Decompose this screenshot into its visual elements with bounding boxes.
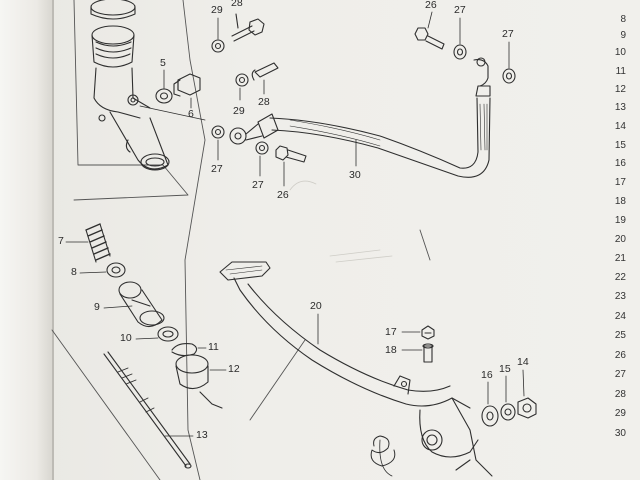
part-20-brake-pedal	[219, 261, 493, 477]
row-number: 11	[615, 66, 626, 77]
part-26-bolt-top-right	[414, 27, 445, 50]
row-number: 28	[614, 389, 626, 400]
part-14-nut	[517, 397, 537, 419]
callout-27-left: 27	[211, 163, 223, 175]
part-5-washer	[155, 88, 173, 104]
part-12-boot	[175, 354, 223, 409]
row-number: 12	[614, 84, 626, 95]
part-9-piston	[118, 281, 165, 328]
part-30-brake-hose	[229, 57, 491, 178]
row-number: 18	[614, 196, 626, 207]
row-number: 20	[614, 234, 626, 245]
show-through-marks	[289, 180, 393, 263]
row-number: 13	[614, 102, 626, 113]
callout-10: 10	[120, 332, 132, 344]
return-spring	[370, 435, 396, 477]
callout-15: 15	[499, 363, 511, 375]
callout-9: 9	[94, 301, 100, 313]
callout-5: 5	[160, 57, 166, 69]
gutter-line	[52, 0, 54, 480]
callout-26-lower: 26	[277, 189, 289, 201]
part-29-washer-mid	[235, 73, 249, 87]
callout-27-far-right: 27	[502, 28, 514, 40]
callout-18: 18	[385, 344, 397, 356]
master-cylinder	[90, 0, 170, 171]
row-number: 29	[614, 408, 626, 419]
part-27-washer-far-right	[502, 68, 516, 84]
part-27-washer-left	[211, 125, 225, 139]
row-number: 16	[614, 158, 626, 169]
callout-17: 17	[385, 326, 397, 338]
part-11-circlip	[171, 343, 198, 357]
row-number: 9	[620, 30, 626, 41]
callout-8: 8	[71, 266, 77, 278]
row-number: 27	[614, 369, 626, 380]
part-27-washer-top-right	[453, 44, 467, 60]
callout-28-mid: 28	[258, 96, 270, 108]
row-number: 14	[614, 121, 626, 132]
row-number: 15	[614, 140, 626, 151]
callout-30: 30	[349, 169, 361, 181]
row-number: 17	[614, 177, 626, 188]
part-29-washer-top	[211, 39, 225, 53]
leader-lines-top	[139, 69, 206, 121]
part-16-washer	[481, 405, 499, 427]
row-number: 10	[614, 47, 626, 58]
callout-12: 12	[228, 363, 240, 375]
part-28-bolt-top	[231, 13, 265, 42]
part-10-washer	[157, 326, 179, 342]
part-17-nut	[421, 325, 435, 340]
callout-26-top-right: 26	[425, 0, 437, 11]
callout-6: 6	[188, 108, 194, 120]
row-number: 19	[614, 215, 626, 226]
part-8-cup	[106, 262, 126, 278]
section-boundary-lines	[51, 0, 431, 480]
part-18-bolt	[422, 343, 434, 363]
row-number: 8	[620, 14, 626, 25]
part-6-union-bolt	[173, 73, 201, 97]
callout-29-top: 29	[211, 4, 223, 16]
part-27-washer-lower	[255, 141, 269, 155]
part-15-washer	[500, 403, 516, 421]
callout-27-lower: 27	[252, 179, 264, 191]
row-number: 23	[614, 291, 626, 302]
callout-11: 11	[208, 341, 219, 353]
callout-27-top-right: 27	[454, 4, 466, 16]
row-number: 21	[614, 253, 626, 264]
part-13-pushrod	[103, 351, 192, 469]
callout-13: 13	[196, 429, 208, 441]
part-7-spring	[85, 223, 111, 263]
callout-14: 14	[517, 356, 529, 368]
row-number: 25	[614, 330, 626, 341]
callout-20: 20	[310, 300, 322, 312]
part-28-bolt-mid	[251, 62, 279, 81]
part-26-bolt-lower	[275, 145, 307, 163]
row-number: 22	[614, 272, 626, 283]
row-number: 30	[614, 428, 626, 439]
callout-7: 7	[58, 235, 64, 247]
callout-29-mid: 29	[233, 105, 245, 117]
callout-28-top: 28	[231, 0, 243, 9]
callout-16: 16	[481, 369, 493, 381]
row-number: 24	[614, 311, 626, 322]
row-number: 26	[614, 350, 626, 361]
